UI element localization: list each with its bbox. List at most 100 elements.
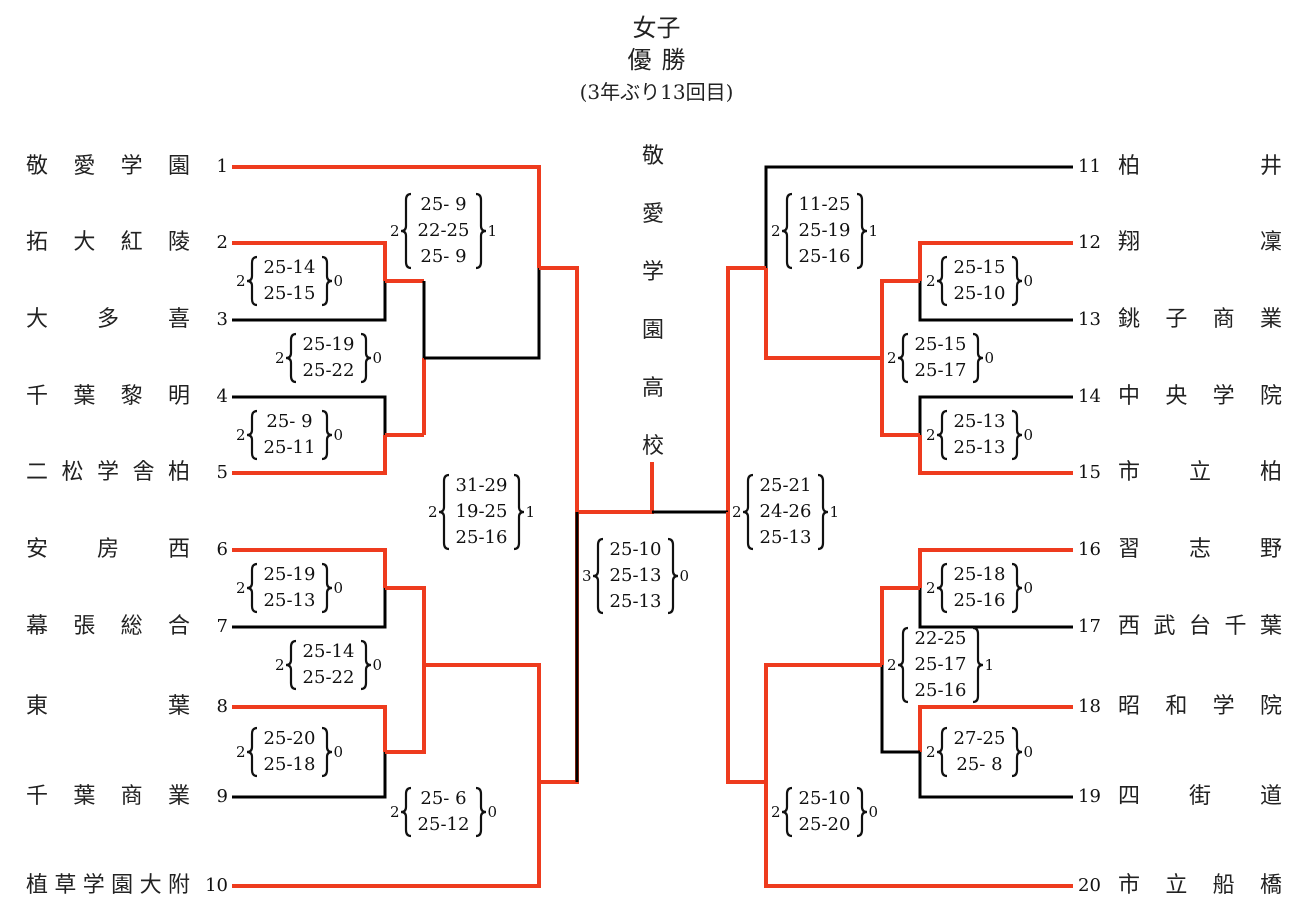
team-name-char: 大 (73, 230, 96, 255)
team-name-char: 野 (1259, 537, 1282, 562)
team-name-char: 喜 (167, 307, 190, 332)
team-name: 千葉商業 (26, 782, 190, 812)
game-score: 25- 9 (420, 194, 467, 215)
sets-won-left: 2 (887, 656, 897, 674)
bracket-line-r3-right-q (764, 268, 882, 360)
game-score: 25-15 (953, 257, 1006, 278)
sets-won-left: 2 (771, 222, 781, 240)
bracket-line-team-14 (918, 395, 1073, 435)
seed-number: 9 (216, 786, 228, 807)
team-name-char: 安 (26, 537, 49, 562)
left-brace-icon (246, 726, 257, 778)
sets-won-left: 2 (926, 743, 936, 761)
team-name-char: 葉 (73, 784, 96, 809)
sets-won-right: 1 (487, 222, 497, 240)
game-score: 25-16 (953, 590, 1006, 611)
bracket-line-team-4 (232, 395, 387, 435)
game-score: 25-19 (798, 220, 851, 241)
sets-won-left: 2 (887, 349, 897, 367)
team-name: 幕張総合 (26, 612, 190, 642)
game-score: 25-22 (302, 667, 355, 688)
sets-won-right: 0 (868, 803, 878, 821)
game-score: 24-26 (759, 501, 812, 522)
bracket-line-team-12 (918, 241, 1073, 281)
right-brace-icon (322, 255, 333, 307)
team-name-char: 西 (167, 537, 190, 562)
seed-number: 15 (1078, 462, 1101, 483)
bracket-line-team-15 (918, 435, 1073, 475)
left-brace-icon (285, 332, 296, 384)
team-name-char: 葉 (73, 384, 96, 409)
sets-won-right: 0 (333, 743, 343, 761)
seed-number: 7 (216, 616, 228, 637)
game-score: 25-20 (798, 814, 851, 835)
team-name-char: 凜 (1259, 230, 1282, 255)
team-name-char: 西 (1118, 614, 1141, 639)
team-name: 拓大紅陵 (26, 228, 190, 258)
bracket-line-winner-14v15 (880, 358, 920, 437)
game-score: 25- 6 (420, 788, 467, 809)
game-score: 25-17 (914, 360, 967, 381)
bracket-line-r3-right-lower (764, 663, 882, 782)
team-name-char: 総 (120, 614, 143, 639)
bracket-line-team-10 (232, 782, 541, 888)
bracket-line-team-19 (918, 752, 1073, 799)
team-name-char: 敬 (26, 154, 49, 179)
sets-won-right: 1 (525, 503, 535, 521)
team-name-char: 千 (1224, 614, 1247, 639)
champion-name: 敬 愛 学 園 高 校 (640, 140, 666, 488)
team-name-char: 市 (1118, 873, 1141, 898)
team-name-char: 張 (73, 614, 96, 639)
bracket-line-team-6 (232, 548, 387, 588)
team-name-char: 学 (120, 154, 143, 179)
bracket-line-winner-8v9 (385, 665, 426, 754)
team-name-char: 房 (96, 537, 119, 562)
game-score: 25-13 (263, 590, 316, 611)
team-name-char: 立 (1188, 460, 1211, 485)
team-name-char: 二 (26, 460, 49, 485)
sets-won-left: 2 (771, 803, 781, 821)
sets-won-right: 0 (487, 803, 497, 821)
bracket-line-team-13 (918, 281, 1073, 322)
game-score: 25-12 (417, 814, 470, 835)
team-name-char: 船 (1212, 873, 1235, 898)
game-score: 25-13 (759, 527, 812, 548)
team-name-char: 多 (96, 307, 119, 332)
right-brace-icon (668, 537, 679, 615)
bracket-line-team-7 (232, 588, 387, 629)
sets-won-right: 0 (372, 349, 382, 367)
team-name-char: 立 (1165, 873, 1188, 898)
sets-won-right: 0 (333, 272, 343, 290)
team-name-char: 商 (120, 784, 143, 809)
sets-won-left: 2 (236, 743, 246, 761)
team-name: 中央学院 (1118, 382, 1282, 412)
bracket-line-r3-q (424, 663, 541, 782)
team-name: 二松学舎柏 (26, 458, 190, 488)
left-brace-icon (400, 786, 411, 838)
sets-won-left: 2 (236, 272, 246, 290)
left-brace-icon (936, 726, 947, 778)
team-name-char: 舎 (132, 460, 155, 485)
team-name-char: 草 (54, 873, 77, 898)
champion-char: 愛 (641, 202, 664, 227)
category-title: 女子 (632, 14, 681, 42)
sets-won-right: 0 (333, 426, 343, 444)
game-score: 25-22 (302, 360, 355, 381)
